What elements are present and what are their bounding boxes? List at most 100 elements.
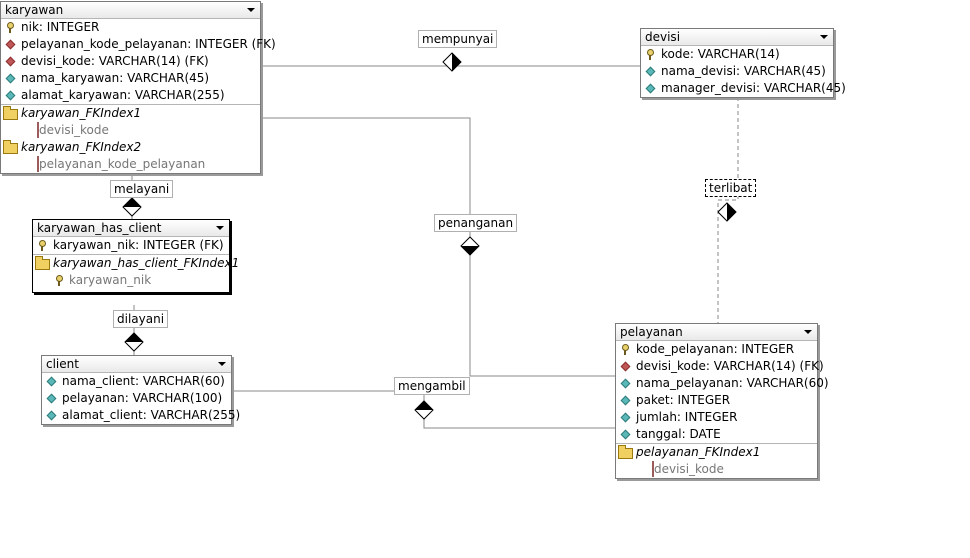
column-row[interactable]: karyawan_nik: INTEGER (FK) — [33, 237, 229, 254]
teal-diamond-icon — [5, 90, 16, 101]
teal-diamond-icon — [5, 73, 16, 84]
column-row[interactable]: nama_client: VARCHAR(60) — [42, 373, 231, 390]
column-row[interactable]: jumlah: INTEGER — [616, 409, 817, 426]
index-name: karyawan_FKIndex1 — [21, 106, 142, 120]
column-text: alamat_client: VARCHAR(255) — [62, 408, 241, 422]
teal-diamond-icon — [620, 429, 631, 440]
column-text: kode_pelayanan: INTEGER — [636, 342, 795, 356]
teal-diamond-icon — [645, 83, 656, 94]
diamond-icon-mengambil — [414, 400, 434, 420]
column-row[interactable]: kode_pelayanan: INTEGER — [616, 341, 817, 358]
teal-diamond-icon — [46, 376, 57, 387]
column-row[interactable]: kode: VARCHAR(14) — [641, 46, 833, 63]
folder-icon — [3, 106, 18, 120]
index-field: devisi_kode — [654, 462, 724, 476]
index-field: karyawan_nik — [69, 273, 152, 287]
table-header-karyawan[interactable]: karyawan — [1, 2, 260, 19]
index-name: karyawan_FKIndex2 — [21, 140, 142, 154]
index-field-diamond-icon — [37, 156, 39, 172]
index-field-row[interactable]: karyawan_nik — [33, 272, 229, 292]
relation-label-mengambil[interactable]: mengambil — [394, 377, 470, 395]
column-text: pelayanan: VARCHAR(100) — [62, 391, 223, 405]
table-title: client — [46, 357, 79, 371]
column-row[interactable]: tanggal: DATE — [616, 426, 817, 443]
column-row[interactable]: pelayanan: VARCHAR(100) — [42, 390, 231, 407]
relation-label-dilayani[interactable]: dilayani — [113, 310, 169, 328]
index-row[interactable]: karyawan_FKIndex2 — [1, 139, 260, 156]
teal-diamond-icon — [620, 378, 631, 389]
diamond-icon-mempunyai — [442, 52, 462, 72]
column-text: devisi_kode: VARCHAR(14) (FK) — [636, 359, 824, 373]
index-field: pelayanan_kode_pelayanan — [39, 157, 206, 171]
index-field-row[interactable]: devisi_kode — [616, 461, 817, 478]
table-devisi[interactable]: devisi kode: VARCHAR(14) nama_devisi: VA… — [640, 28, 846, 98]
table-title: karyawan — [5, 3, 64, 17]
column-row[interactable]: nama_karyawan: VARCHAR(45) — [1, 70, 260, 87]
dropdown-arrow-icon[interactable] — [820, 35, 828, 39]
index-row[interactable]: karyawan_has_client_FKIndex1 — [33, 254, 239, 272]
key-icon — [55, 275, 63, 286]
column-row[interactable]: nama_devisi: VARCHAR(45) — [641, 63, 833, 80]
table-header-pelayanan[interactable]: pelayanan — [616, 324, 817, 341]
dropdown-arrow-icon[interactable] — [804, 330, 812, 334]
column-text: karyawan_nik: INTEGER (FK) — [53, 238, 224, 252]
column-row[interactable]: nama_pelayanan: VARCHAR(60) — [616, 375, 829, 392]
teal-diamond-icon — [46, 410, 57, 421]
table-client[interactable]: client nama_client: VARCHAR(60) pelayana… — [41, 355, 240, 425]
diamond-icon-melayani — [122, 197, 142, 217]
table-header-karyawan-has-client[interactable]: karyawan_has_client — [33, 220, 229, 237]
column-text: jumlah: INTEGER — [636, 410, 738, 424]
key-icon — [6, 22, 14, 33]
index-row[interactable]: pelayanan_FKIndex1 — [616, 443, 817, 461]
teal-diamond-icon — [620, 412, 631, 423]
column-text: paket: INTEGER — [636, 393, 731, 407]
dropdown-arrow-icon[interactable] — [218, 362, 226, 366]
index-field-row[interactable]: pelayanan_kode_pelayanan — [1, 156, 260, 173]
relation-label-melayani[interactable]: melayani — [110, 180, 174, 198]
column-row[interactable]: alamat_client: VARCHAR(255) — [42, 407, 240, 424]
dropdown-arrow-icon[interactable] — [216, 226, 224, 230]
table-pelayanan[interactable]: pelayanan kode_pelayanan: INTEGER devisi… — [615, 323, 829, 479]
table-title: karyawan_has_client — [37, 221, 162, 235]
column-text: kode: VARCHAR(14) — [661, 47, 780, 61]
index-row[interactable]: karyawan_FKIndex1 — [1, 104, 260, 122]
column-row[interactable]: devisi_kode: VARCHAR(14) (FK) — [616, 358, 824, 375]
column-text: nama_devisi: VARCHAR(45) — [661, 64, 826, 78]
teal-diamond-icon — [46, 393, 57, 404]
column-text: nama_pelayanan: VARCHAR(60) — [636, 376, 829, 390]
folder-icon — [618, 445, 633, 459]
key-icon — [621, 344, 629, 355]
table-karyawan[interactable]: karyawan nik: INTEGER pelayanan_kode_pel… — [0, 1, 276, 174]
column-text: nik: INTEGER — [21, 20, 100, 34]
table-header-client[interactable]: client — [42, 356, 231, 373]
fk-red-diamond-icon — [620, 361, 631, 372]
index-name: karyawan_has_client_FKIndex1 — [53, 256, 240, 270]
column-text: tanggal: DATE — [636, 427, 721, 441]
column-row[interactable]: alamat_karyawan: VARCHAR(255) — [1, 87, 260, 104]
column-row[interactable]: pelayanan_kode_pelayanan: INTEGER (FK) — [1, 36, 276, 53]
column-text: nama_client: VARCHAR(60) — [62, 374, 225, 388]
teal-diamond-icon — [620, 395, 631, 406]
relation-label-penanganan[interactable]: penanganan — [434, 214, 518, 232]
dropdown-arrow-icon[interactable] — [247, 8, 255, 12]
column-row[interactable]: devisi_kode: VARCHAR(14) (FK) — [1, 53, 260, 70]
column-text: manager_devisi: VARCHAR(45) — [661, 81, 846, 95]
column-row[interactable]: nik: INTEGER — [1, 19, 260, 36]
relation-label-terlibat[interactable]: terlibat — [705, 179, 757, 197]
fk-red-diamond-icon — [5, 56, 16, 67]
table-header-devisi[interactable]: devisi — [641, 29, 833, 46]
diamond-icon-dilayani — [124, 332, 144, 352]
table-karyawan-has-client[interactable]: karyawan_has_client karyawan_nik: INTEGE… — [32, 219, 239, 293]
relation-label-mempunyai[interactable]: mempunyai — [418, 30, 498, 48]
diamond-icon-penanganan — [460, 236, 480, 256]
index-field-diamond-icon — [652, 461, 654, 477]
column-row[interactable]: manager_devisi: VARCHAR(45) — [641, 80, 846, 97]
column-text: pelayanan_kode_pelayanan: INTEGER (FK) — [21, 37, 276, 51]
index-name: pelayanan_FKIndex1 — [636, 445, 761, 459]
folder-icon — [3, 140, 18, 154]
table-title: devisi — [645, 30, 681, 44]
column-row[interactable]: paket: INTEGER — [616, 392, 817, 409]
column-text: nama_karyawan: VARCHAR(45) — [21, 71, 210, 85]
teal-diamond-icon — [645, 66, 656, 77]
index-field-row[interactable]: devisi_kode — [1, 122, 260, 139]
